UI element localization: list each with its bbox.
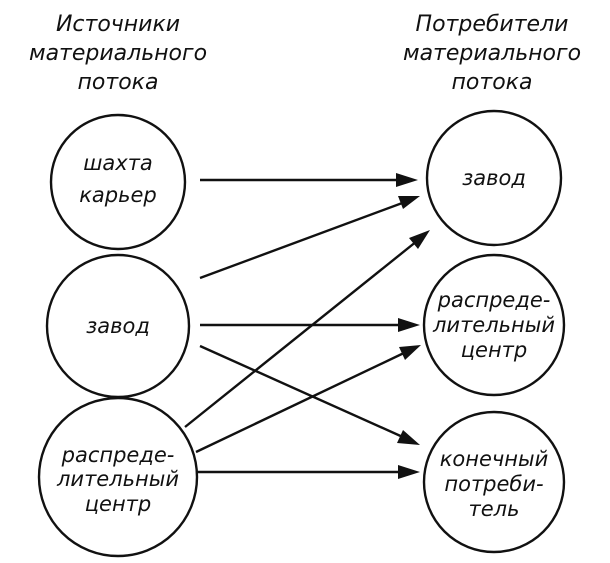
flow-arrow-plant-to-end-consumer [199,344,406,440]
source-node-distribution: распреде- лительный центр [37,396,199,558]
source-node-mine: шахта карьер [49,113,187,251]
flow-arrow-plant-to-plant [199,200,406,280]
sources-heading-line-3: потока [78,70,159,95]
sources-heading-line-2: материального [29,41,207,66]
node-label: конечный [440,447,549,471]
flow-arrows [184,173,430,479]
consumers-heading-line-3: потока [452,70,533,95]
node-circle [425,109,563,247]
node-label: потреби- [444,472,543,496]
arrow-head-icon [396,173,418,187]
node-circle [422,410,566,554]
consumers-heading: Потребители материального потока [403,12,581,95]
arrow-head-icon [398,318,420,332]
sources-heading: Источники материального потока [29,12,207,95]
node-label: распреде- [61,443,175,467]
flow-arrow-distribution-to-distribution [195,350,407,454]
source-node-plant: завод [45,253,191,399]
node-label: завод [462,166,526,190]
consumer-node-plant: завод [425,109,563,247]
node-label: шахта [83,151,153,175]
arrow-head-icon [398,196,420,209]
consumers-heading-line-2: материального [403,41,581,66]
arrow-head-icon [397,430,420,445]
node-label: карьер [79,183,157,207]
flow-arrow-distribution-to-plant [184,240,418,428]
node-circle [37,396,199,558]
arrow-head-icon [409,230,430,249]
consumers-heading-line-1: Потребители [416,12,569,37]
node-label: завод [86,314,150,338]
node-circle [422,253,566,397]
node-label: центр [461,338,528,362]
node-label: распреде- [437,288,551,312]
arrow-head-icon [398,465,420,479]
node-label: лительный [56,467,179,491]
sources-heading-line-1: Источники [56,12,180,37]
consumer-node-distribution: распреде- лительный центр [422,253,566,397]
node-label: центр [85,492,152,516]
consumer-node-end-consumer: конечный потреби- тель [422,410,566,554]
arrow-head-icon [399,345,421,360]
node-circle [49,113,187,251]
node-label: лительный [432,313,555,337]
node-label: тель [469,497,520,521]
